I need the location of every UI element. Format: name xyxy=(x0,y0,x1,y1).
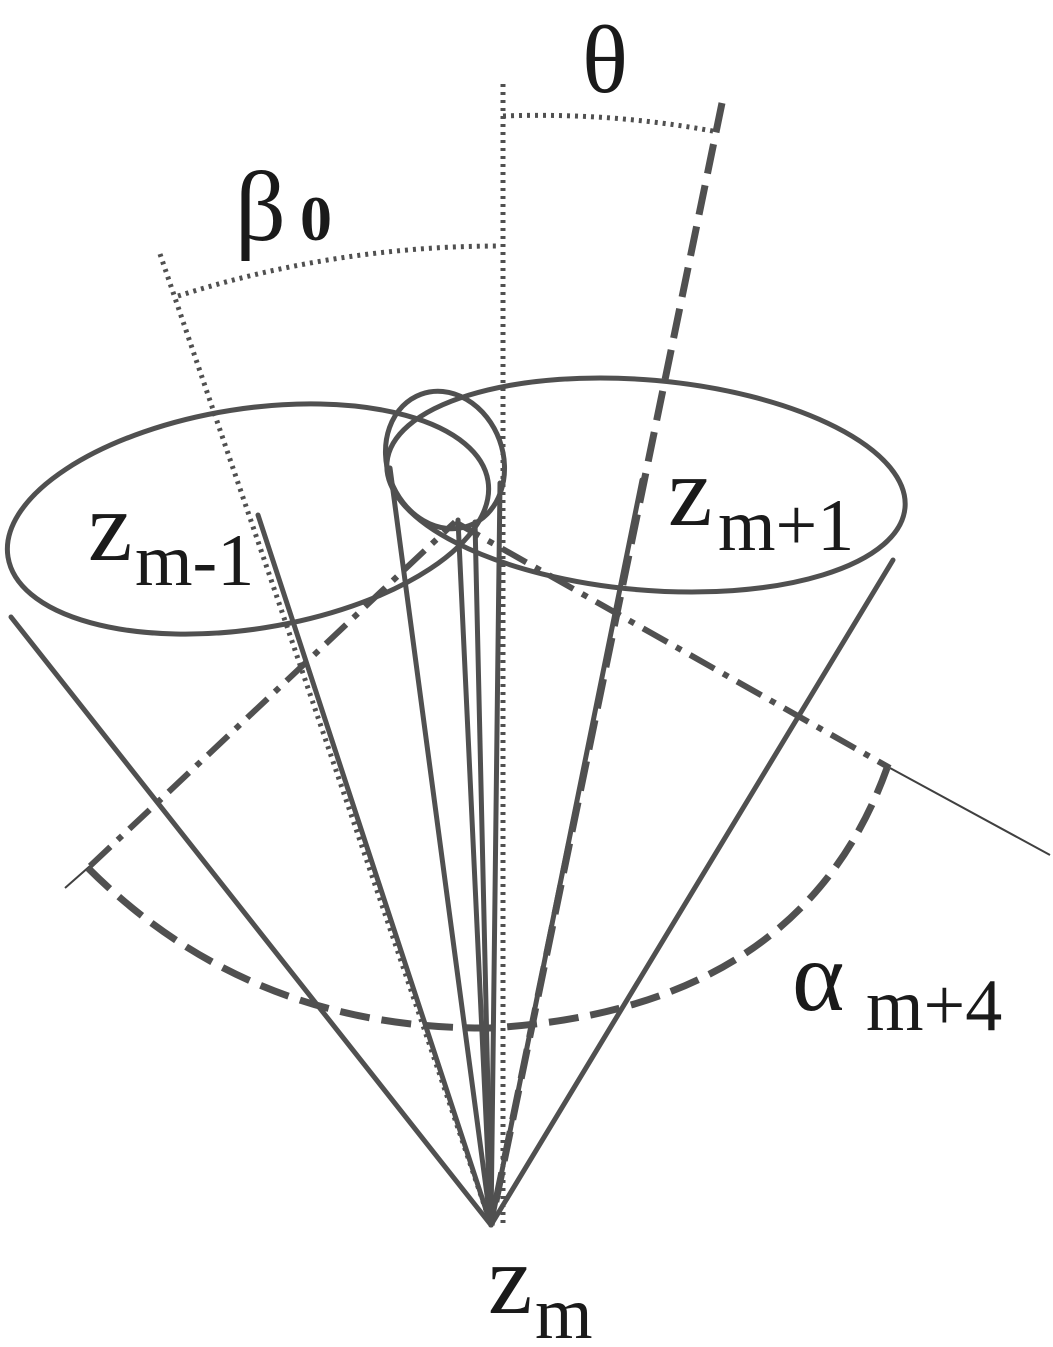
beta-arc xyxy=(177,243,501,299)
beta0-label: β xyxy=(235,151,286,262)
z-m-plus-1-subscript: m+1 xyxy=(718,485,854,567)
alpha-m-plus-4-label: α xyxy=(792,921,844,1032)
left-cone-generators xyxy=(8,512,494,1228)
alpha-arc xyxy=(85,766,891,1032)
beta0-subscript: 0 xyxy=(300,183,332,254)
central-cone-generators xyxy=(387,465,503,1228)
beta-axis-line xyxy=(157,253,494,1226)
alpha-m-plus-4-subscript: m+4 xyxy=(866,965,1002,1047)
left-cone-rim xyxy=(4,401,492,637)
z-m-minus-1-label: z xyxy=(88,471,132,582)
plane-lines xyxy=(64,519,1051,889)
z-m-subscript: m xyxy=(535,1273,593,1347)
z-m-label: z xyxy=(488,1224,532,1335)
theta-arc xyxy=(502,112,719,135)
theta-label: θ xyxy=(582,6,628,113)
z-m-minus-1-subscript: m-1 xyxy=(135,520,254,602)
z-m-plus-1-label: z xyxy=(668,436,712,547)
right-cone-generators xyxy=(488,477,896,1228)
